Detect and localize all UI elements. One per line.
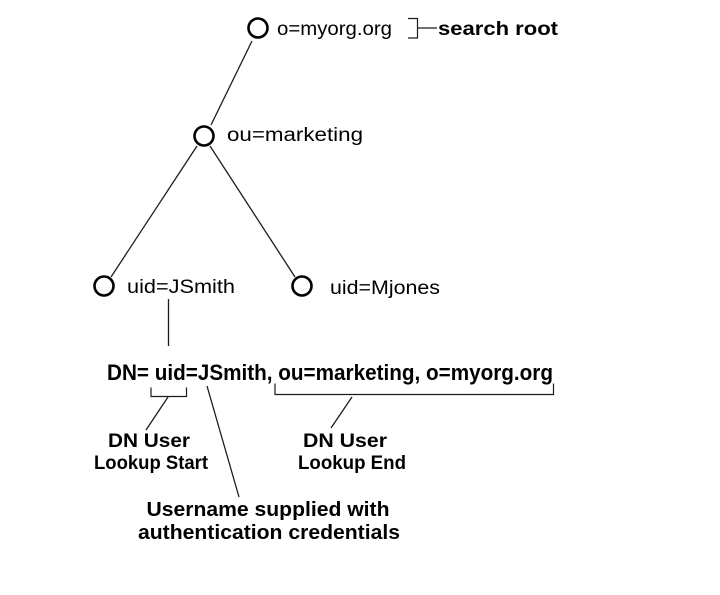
- edge-marketing-to-mjones: [209, 145, 296, 278]
- node-jsmith-label: uid=JSmith: [127, 277, 235, 298]
- username-note-line1: Username supplied with: [147, 499, 390, 521]
- node-search-root-circle: [247, 17, 269, 39]
- lookup-end-label-line2: Lookup End: [298, 453, 406, 474]
- lookup-start-pointer-line: [145, 396, 169, 431]
- lookup-start-label-line2: Lookup Start: [94, 453, 209, 474]
- search-root-bracket: [408, 17, 419, 39]
- node-mjones-label: uid=Mjones: [330, 278, 440, 299]
- username-note-line2: authentication credentials: [138, 522, 400, 544]
- edge-root-to-marketing: [210, 40, 253, 126]
- search-root-label: search root: [438, 19, 559, 40]
- node-marketing-label: ou=marketing: [227, 125, 363, 146]
- lookup-start-bracket: [150, 387, 188, 398]
- edge-marketing-to-jsmith: [110, 145, 198, 278]
- lookup-end-pointer-line: [330, 396, 353, 429]
- node-jsmith-circle: [93, 275, 115, 297]
- dn-string: DN= uid=JSmith, ou=marketing, o=myorg.or…: [107, 360, 553, 385]
- username-pointer-line: [206, 385, 240, 498]
- lookup-start-label-line1: DN User: [108, 431, 191, 452]
- node-mjones-circle: [291, 275, 313, 297]
- node-marketing-circle: [193, 125, 215, 147]
- lookup-end-label-line1: DN User: [303, 431, 388, 452]
- lookup-end-bracket: [274, 383, 555, 396]
- node-search-root-label: o=myorg.org: [277, 19, 392, 40]
